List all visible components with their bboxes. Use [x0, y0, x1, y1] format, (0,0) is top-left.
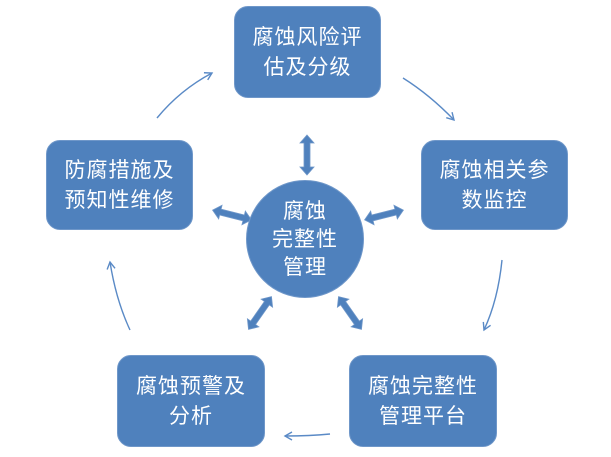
cycle-arrow-left-to-top [156, 72, 214, 119]
node-label-line: 腐蚀风险评 [252, 25, 363, 49]
double-arrow-hub-right [364, 204, 404, 226]
node-label-line: 腐蚀预警及 [136, 374, 246, 398]
double-arrow-hub-bottomleft [246, 296, 274, 330]
node-label-line: 管理平台 [379, 404, 467, 428]
cycle-arrow-bottomleft-to-left [106, 260, 131, 331]
node-label-line: 估及分级 [263, 55, 352, 79]
node-label-line: 腐蚀完整性 [368, 374, 478, 398]
cycle-arrow-top-to-right [402, 77, 455, 122]
node-label-line: 分析 [169, 404, 213, 428]
double-arrow-hub-top [299, 134, 315, 176]
hub-label-line: 腐蚀 [283, 199, 327, 223]
cycle-arrow-right-to-bottomright [482, 259, 503, 332]
node-label-line: 防腐措施及 [64, 158, 175, 182]
node-management-platform: 腐蚀完整性 管理平台 [349, 355, 497, 447]
double-arrow-hub-left [212, 204, 252, 226]
node-prevention-maintenance: 防腐措施及 预知性维修 [46, 140, 193, 230]
hub-corrosion-integrity-management: 腐蚀 完整性 管理 [246, 180, 364, 298]
hub-label-line: 完整性 [272, 227, 338, 251]
node-label-line: 腐蚀相关参 [439, 158, 550, 182]
cycle-arrow-bottomright-to-bottomleft [283, 431, 331, 441]
node-risk-assessment: 腐蚀风险评 估及分级 [234, 6, 381, 98]
node-label-line: 数监控 [461, 188, 528, 212]
double-arrow-hub-bottomright [336, 296, 364, 330]
node-parameter-monitoring: 腐蚀相关参 数监控 [421, 140, 568, 230]
node-label-line: 预知性维修 [64, 188, 175, 212]
hub-label-line: 管理 [283, 255, 327, 279]
node-warning-analysis: 腐蚀预警及 分析 [117, 355, 265, 447]
